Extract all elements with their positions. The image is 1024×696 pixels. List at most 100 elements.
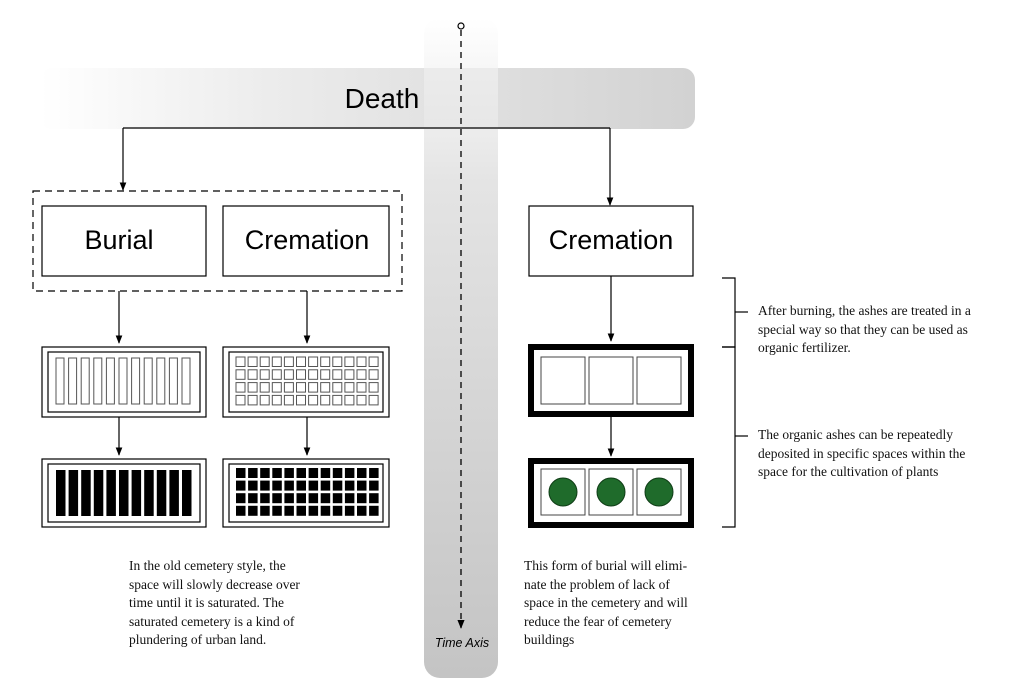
niche-slot — [283, 394, 294, 406]
right-description: This form of burial will elimi- nate the… — [524, 558, 688, 647]
niche-slot — [296, 356, 306, 367]
niche-slot-filled — [369, 468, 379, 478]
niche-slot-filled — [344, 505, 355, 516]
niche-slot-filled — [344, 468, 355, 478]
grave-slot — [105, 357, 115, 405]
cremation-niche-empty — [222, 346, 390, 418]
niche-slot — [283, 356, 294, 367]
niche-slot — [332, 356, 343, 367]
niche-slot — [235, 356, 246, 367]
time-axis-band — [424, 18, 498, 678]
note-bracket-bottom — [722, 346, 748, 528]
niche-slot-filled — [320, 480, 331, 491]
niche-slot-filled — [260, 505, 270, 516]
niche-slot — [271, 356, 282, 367]
niche-slot-filled — [236, 505, 246, 516]
niche-slot — [368, 369, 379, 380]
niche-slot — [308, 369, 319, 380]
niche-slot-filled — [260, 468, 270, 478]
niche-slot-filled — [369, 505, 379, 516]
time-axis-label: Time Axis — [435, 636, 489, 650]
niche-slot — [332, 394, 343, 406]
niche-slot — [283, 382, 294, 393]
burial-cemetery-empty — [41, 346, 207, 418]
grave-slot — [131, 357, 141, 405]
niche-slot — [332, 382, 343, 393]
niche-slot — [235, 369, 246, 380]
niche-slot-filled — [260, 480, 270, 491]
niche-slot — [368, 382, 379, 393]
niche-slot-filled — [296, 468, 306, 478]
niche-slot — [356, 382, 367, 393]
niche-slot-filled — [369, 480, 379, 491]
niche-slot — [247, 356, 258, 367]
niche-slot — [235, 382, 246, 393]
niche-slot-filled — [284, 468, 294, 478]
plant-circle — [548, 477, 578, 507]
niche-slot — [271, 369, 282, 380]
niche-slot — [296, 394, 306, 406]
niche-slot-filled — [236, 493, 246, 504]
niche-slot — [296, 382, 306, 393]
niche-slot-filled — [332, 468, 343, 478]
niche-slot-filled — [272, 505, 282, 516]
niche-slot — [344, 394, 355, 406]
niche-slot — [259, 382, 270, 393]
niche-slot — [344, 369, 355, 380]
niche-slot-filled — [272, 480, 282, 491]
note-cultivation: The organic ashes can be repeatedly depo… — [758, 427, 966, 479]
niche-slot — [271, 394, 282, 406]
niche-slot — [320, 356, 331, 367]
niche-slot — [259, 394, 270, 406]
grave-slot-filled — [182, 470, 192, 516]
grave-slot — [168, 357, 178, 405]
niche-slot-filled — [357, 505, 367, 516]
cremation-box-left — [222, 205, 390, 277]
cremation-label-right: Cremation — [549, 225, 674, 255]
niche-slot-filled — [248, 493, 258, 504]
niche-slot-filled — [357, 468, 367, 478]
grave-slot-filled — [81, 470, 91, 516]
cremation-niche-saturated — [222, 458, 390, 528]
niche-slot — [356, 369, 367, 380]
niche-slot-filled — [272, 493, 282, 504]
niche-slot-filled — [296, 505, 306, 516]
niche-slot — [247, 382, 258, 393]
niche-slot-filled — [248, 468, 258, 478]
niche-slot-filled — [296, 493, 306, 504]
niche-slot — [320, 394, 331, 406]
niche-slot-filled — [308, 505, 319, 516]
burial-cemetery-saturated — [41, 458, 207, 528]
niche-slot — [308, 394, 319, 406]
grave-slot — [143, 357, 153, 405]
fertilizer-plots-planted — [528, 458, 694, 528]
niche-slot — [283, 369, 294, 380]
niche-slot-filled — [344, 480, 355, 491]
niche-slot-filled — [344, 493, 355, 504]
niche-slot — [320, 369, 331, 380]
niche-slot-filled — [332, 480, 343, 491]
niche-slot — [235, 394, 246, 406]
grave-slot — [68, 357, 78, 405]
niche-slot-filled — [332, 505, 343, 516]
niche-slot — [296, 369, 306, 380]
niche-slot — [356, 356, 367, 367]
niche-slot — [308, 356, 319, 367]
niche-slot — [308, 382, 319, 393]
niche-slot-filled — [260, 493, 270, 504]
niche-slot-filled — [272, 468, 282, 478]
niche-slot-filled — [296, 480, 306, 491]
grave-slot — [156, 357, 166, 405]
plant-circle — [596, 477, 626, 507]
grave-slot — [181, 357, 191, 405]
niche-slot-filled — [320, 505, 331, 516]
plant-circle — [644, 477, 674, 507]
niche-slot — [332, 369, 343, 380]
niche-slot — [247, 369, 258, 380]
grave-slot-filled — [119, 470, 129, 516]
niche-slot-filled — [284, 480, 294, 491]
niche-slot — [344, 382, 355, 393]
grave-slot-filled — [56, 470, 66, 516]
niche-slot — [259, 369, 270, 380]
cremation-box-right — [528, 205, 694, 277]
